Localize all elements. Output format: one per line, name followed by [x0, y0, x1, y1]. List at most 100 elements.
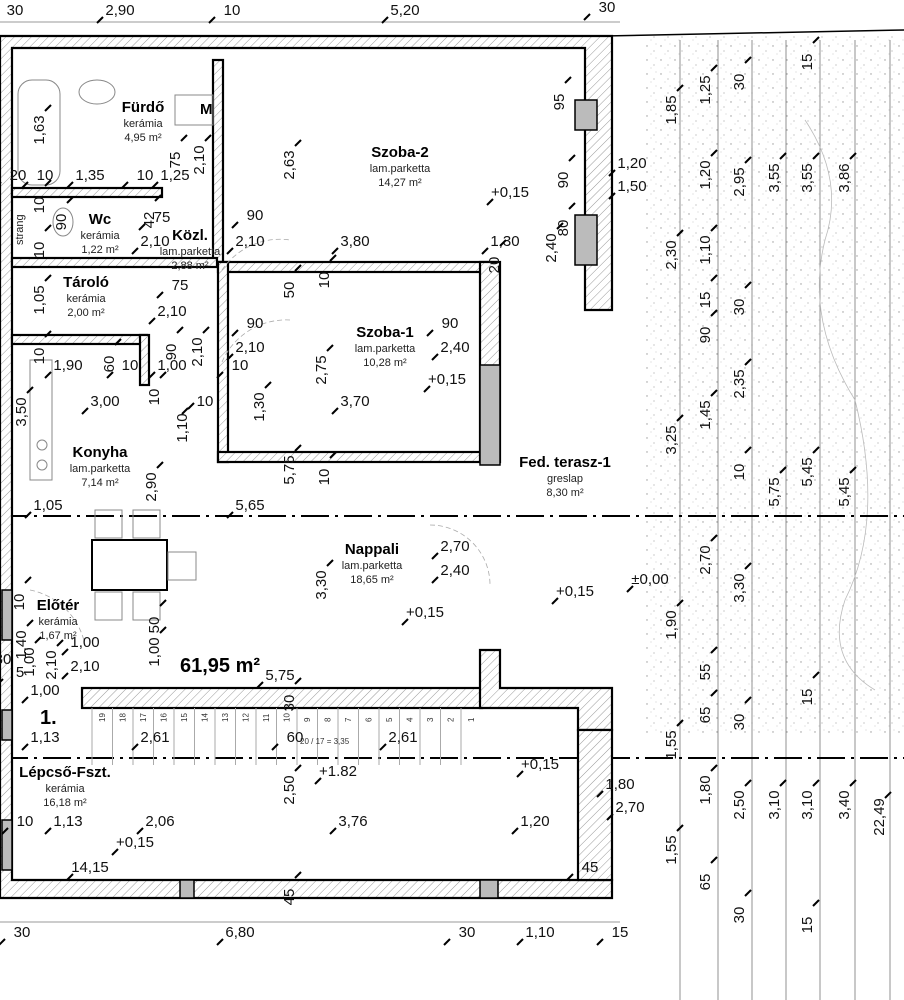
- dimension-label: 10: [232, 357, 249, 374]
- dimension-label: 1,05: [33, 497, 62, 514]
- dimension-tick: [156, 461, 164, 469]
- dimension-label: 1,10: [525, 924, 554, 941]
- dimension-label: 2,40: [440, 339, 469, 356]
- dimension-label: 75: [167, 152, 184, 169]
- dimension-tick: [744, 779, 752, 787]
- dimension-tick: [44, 827, 52, 835]
- dimension-tick: [676, 229, 684, 237]
- dimension-tick: [326, 559, 334, 567]
- dimension-label: 15: [612, 924, 629, 941]
- dimension-tick: [156, 291, 164, 299]
- dimension-tick: [710, 224, 718, 232]
- dimension-label: 1,13: [30, 729, 59, 746]
- dimension-label: 30: [281, 695, 298, 712]
- dimension-tick: [431, 552, 439, 560]
- stair-formula: 20 / 17 = 3,35: [300, 737, 350, 746]
- dimension-tick: [551, 597, 559, 605]
- dimension-tick: [481, 247, 489, 255]
- dimension-tick: [608, 192, 616, 200]
- dimension-label: 20: [10, 167, 27, 184]
- dimension-tick: [61, 648, 69, 656]
- dimension-label: 45: [281, 889, 298, 906]
- dimension-label: 5: [16, 664, 24, 681]
- dimension-tick: [226, 247, 234, 255]
- level-marker: ±0,00: [631, 571, 668, 588]
- dimension-label: 3,70: [340, 393, 369, 410]
- room-floor: kerámia: [123, 118, 163, 130]
- dimension-label: 2,35: [731, 369, 748, 398]
- level-marker: +0,15: [491, 184, 529, 201]
- dimension-tick: [606, 813, 614, 821]
- dimension-label: 10: [122, 357, 139, 374]
- dimension-tick: [779, 152, 787, 160]
- room-name: Fed. terasz-1: [519, 454, 611, 471]
- dimension-tick: [556, 222, 564, 230]
- level-marker: +0,15: [428, 371, 466, 388]
- dimension-label: 90: [247, 315, 264, 332]
- dimension-tick: [744, 156, 752, 164]
- room-floor: lam.parketta: [370, 163, 431, 175]
- dimension-label: 1,20: [520, 813, 549, 830]
- room-floor: kerámia: [45, 783, 85, 795]
- dimension-label: 3,50: [13, 397, 30, 426]
- room-area: 1,22 m²: [81, 244, 119, 256]
- kitchen-counter-icon: [29, 359, 53, 481]
- dimension-label: 2,10: [157, 303, 186, 320]
- dimension-label: 1,90: [53, 357, 82, 374]
- bathtub-icon: [17, 79, 61, 186]
- dimension-tick: [331, 407, 339, 415]
- dimension-tick: [849, 779, 857, 787]
- room-name: Lépcső-Fszt.: [19, 764, 111, 781]
- room-area: 2,00 m²: [67, 307, 105, 319]
- dimension-tick: [779, 466, 787, 474]
- dimension-tick: [431, 576, 439, 584]
- dimension-tick: [710, 646, 718, 654]
- dimension-tick: [271, 743, 279, 751]
- dimension-label: 3,10: [799, 790, 816, 819]
- dimension-label: 1,00: [30, 682, 59, 699]
- dimension-tick: [44, 274, 52, 282]
- stair-step-number: 19: [98, 713, 107, 722]
- dimension-label: 5,45: [799, 457, 816, 486]
- dimension-label: 30: [599, 0, 616, 16]
- floor-marker: 1.: [40, 707, 57, 729]
- stair-step-number: 18: [119, 713, 128, 722]
- dimension-label: 55: [697, 664, 714, 681]
- dimension-tick: [329, 451, 337, 459]
- dimension-tick: [710, 274, 718, 282]
- dimension-label: 5,65: [235, 497, 264, 514]
- dimension-label: 5,75: [766, 477, 783, 506]
- dimension-tick: [159, 599, 167, 607]
- terrain-grid-lines: [679, 40, 891, 1000]
- dimension-label: 10: [731, 464, 748, 481]
- dimension-tick: [676, 599, 684, 607]
- dimension-tick: [106, 371, 114, 379]
- dimension-label: 3,10: [766, 790, 783, 819]
- dimension-label: 20: [486, 257, 503, 274]
- dimension-tick: [516, 938, 524, 946]
- room-name: Közl.: [172, 227, 208, 244]
- stair-step-number: 11: [262, 713, 271, 722]
- dimension-tick: [744, 696, 752, 704]
- dimension-label: 1,35: [75, 167, 104, 184]
- dimension-tick: [511, 827, 519, 835]
- dimension-tick: [180, 134, 188, 142]
- dimension-tick: [744, 281, 752, 289]
- dimension-tick: [744, 446, 752, 454]
- dimension-tick: [294, 871, 302, 879]
- dimension-tick: [812, 36, 820, 44]
- dimension-label: 2,50: [731, 790, 748, 819]
- dimension-label: 2,06: [145, 813, 174, 830]
- dimension-label: 3,25: [663, 425, 680, 454]
- dimension-label: 2,10: [235, 233, 264, 250]
- room-floor: lam.parketta: [355, 343, 416, 355]
- stair-step-number: 16: [160, 713, 169, 722]
- dimension-tick: [0, 938, 6, 946]
- dimension-tick: [66, 196, 74, 204]
- dimension-label: 30: [459, 924, 476, 941]
- dimension-label: 65: [697, 707, 714, 724]
- stair-step-number: 14: [201, 713, 210, 722]
- dimension-tick: [812, 899, 820, 907]
- dimension-label: 10: [31, 242, 48, 259]
